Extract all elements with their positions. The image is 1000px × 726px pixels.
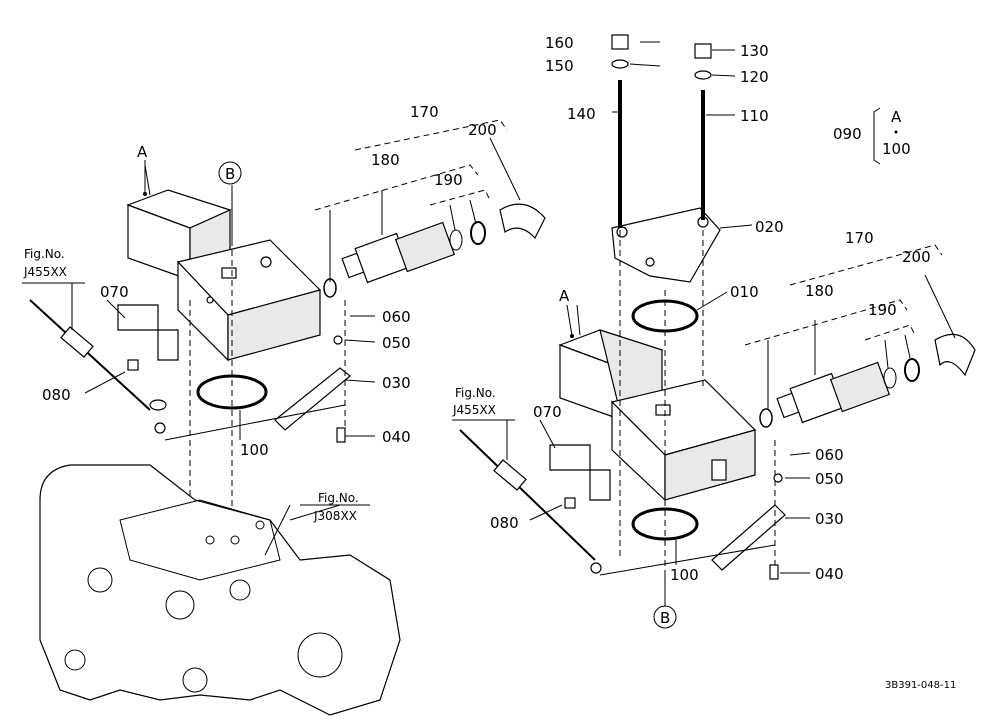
callout-170: 170 (410, 103, 439, 121)
callout-010: 010 (730, 283, 759, 301)
right-oring-100 (631, 507, 699, 541)
right-lever-030 (711, 504, 786, 571)
right-washer-150 (611, 59, 629, 69)
marker-b-left: B (225, 165, 235, 183)
left-washer-050 (333, 335, 343, 345)
callout-150: 150 (545, 57, 574, 75)
callout-070-right: 070 (533, 403, 562, 421)
left-lever-030 (274, 367, 351, 431)
callout-120: 120 (740, 68, 769, 86)
fig-ref-left-caption: Fig.No. (24, 247, 65, 261)
right-clamp (934, 333, 976, 377)
callout-050-right: 050 (815, 470, 844, 488)
figure-references: Fig.No. J455XX Fig.No. J455XX Fig.No. J3… (23, 247, 496, 523)
marker-b-right-circle (653, 605, 677, 629)
right-nut-130 (694, 43, 712, 59)
marker-a-right: A (559, 287, 570, 305)
callout-leaders (22, 41, 881, 574)
callout-140: 140 (567, 105, 596, 123)
callout-200-right: 200 (902, 248, 931, 266)
callout-180: 180 (371, 151, 400, 169)
callout-030-right: 030 (815, 510, 844, 528)
callout-180-right: 180 (805, 282, 834, 300)
callout-020: 020 (755, 218, 784, 236)
fig-ref-housing-caption: Fig.No. (318, 491, 359, 505)
callout-040-right: 040 (815, 565, 844, 583)
left-clamp (499, 203, 546, 240)
right-washer-120 (694, 70, 712, 80)
callout-040: 040 (382, 428, 411, 446)
left-bolt-080 (127, 359, 139, 371)
marker-b-right: B (660, 609, 670, 627)
callout-190-right: 190 (868, 301, 897, 319)
right-bolt-040 (769, 564, 779, 580)
callout-160: 160 (545, 34, 574, 52)
right-bracket-070 (549, 444, 611, 501)
drawing-id: 3B391-048-11 (885, 680, 956, 691)
left-valve-right (227, 289, 321, 361)
marker-a-legend: A (891, 108, 902, 126)
fig-ref-housing-code: J308XX (313, 509, 357, 523)
callout-050: 050 (382, 334, 411, 352)
callout-100-right: 100 (670, 566, 699, 584)
right-valve-assembly (459, 34, 976, 610)
callout-200: 200 (468, 121, 497, 139)
callout-080-right: 080 (490, 514, 519, 532)
left-bracket-070 (117, 304, 179, 361)
callout-080: 080 (42, 386, 71, 404)
callout-190: 190 (434, 171, 463, 189)
right-nut-160 (611, 34, 629, 50)
callout-100-left: 100 (240, 441, 269, 459)
right-washer-050 (773, 473, 783, 483)
left-cartridge (341, 221, 456, 284)
left-valve-assembly (29, 119, 546, 560)
fig-ref-right-code: J455XX (452, 403, 496, 417)
marker-a-left: A (137, 143, 148, 161)
callout-labels: 170 200 180 190 070 060 050 030 080 040 … (42, 34, 931, 584)
callout-170-right: 170 (845, 229, 874, 247)
right-cartridge (776, 361, 891, 424)
callout-110: 110 (740, 107, 769, 125)
left-bolt-040 (336, 427, 346, 443)
fig-ref-left-code: J455XX (23, 265, 67, 279)
transmission-housing (39, 464, 401, 716)
callout-060-right: 060 (815, 446, 844, 464)
left-valve-port (221, 267, 237, 279)
callout-030: 030 (382, 374, 411, 392)
view-markers: A A A B B (137, 108, 902, 629)
right-cover-020 (611, 207, 721, 283)
callout-100-legend: 100 (882, 140, 911, 158)
right-bolt-080 (564, 497, 576, 509)
callout-130: 130 (740, 42, 769, 60)
fig-ref-right-caption: Fig.No. (455, 386, 496, 400)
callout-090: 090 (833, 125, 862, 143)
marker-b-left-circle (218, 161, 242, 185)
callout-060: 060 (382, 308, 411, 326)
callout-070: 070 (100, 283, 129, 301)
